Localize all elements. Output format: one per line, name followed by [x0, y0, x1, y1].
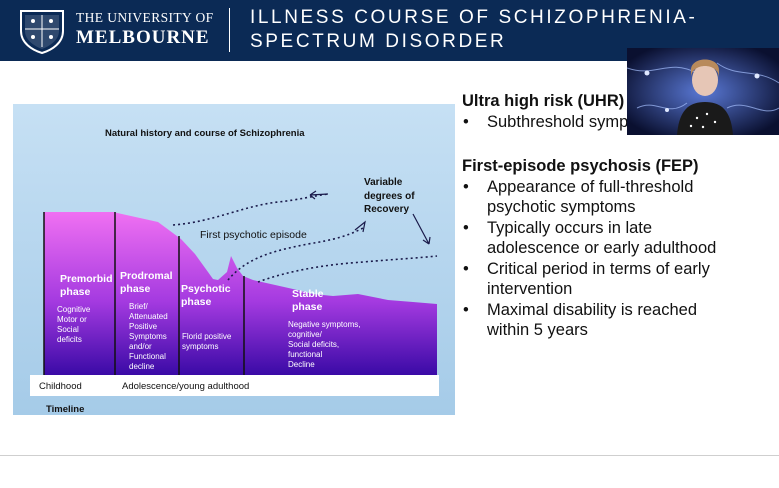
slide-title: ILLNESS COURSE OF SCHIZOPHRENIA- SPECTRU… [250, 6, 760, 54]
phase-area [44, 212, 437, 375]
header-divider [229, 8, 230, 52]
fep-bullet-4: • Maximal disability is reached within 5… [463, 300, 697, 340]
course-diagram: Natural history and course of Schizophre… [30, 128, 439, 415]
uhr-bullet-text: Subthreshold symptoms [487, 113, 664, 131]
figure-title: Natural history and course of Schizophre… [105, 128, 305, 139]
bullet-marker: • [463, 259, 469, 278]
recovery-label-line-2: degrees of [364, 191, 415, 202]
university-name-bottom: MELBOURNE [76, 27, 210, 48]
bullet-marker: • [463, 177, 469, 196]
bullet-marker: • [463, 218, 469, 237]
recovery-arrow-left [309, 190, 329, 200]
phase-psychotic-name: Psychotic phase [181, 283, 234, 308]
fep-bullet-3: • Critical period in terms of early inte… [463, 259, 710, 299]
bullet-marker: • [463, 113, 469, 131]
slide-title-line-2: SPECTRUM DISORDER [250, 31, 507, 52]
presenter-video-image [627, 48, 779, 135]
phase-premorbid-desc: Cognitive Motor or Social deficits [57, 305, 93, 344]
timeline-adolescence: Adolescence/young adulthood [122, 381, 249, 392]
header-bar: THE UNIVERSITY OF MELBOURNE ILLNESS COUR… [0, 0, 779, 61]
uhr-bullet: • Subthreshold symptoms [462, 112, 772, 133]
timeline-childhood: Childhood [39, 381, 82, 392]
phase-psychotic-desc: Florid positive symptoms [182, 332, 234, 351]
phase-stable-desc: Negative symptoms, cognitive/ Social def… [288, 320, 363, 369]
timeline-label: Timeline [46, 404, 84, 415]
recovery-label: Variable degrees of Recovery [364, 177, 417, 215]
course-figure: Natural history and course of Schizophre… [13, 104, 455, 415]
fep-bullet-2: • Typically occurs in late adolescence o… [463, 218, 717, 258]
uhr-heading: Ultra high risk (UHR) [462, 92, 625, 110]
phase-prodromal-desc: Brief/ Attenuated Positive Symptoms and/… [129, 302, 170, 371]
first-episode-label: First psychotic episode [200, 229, 307, 241]
recovery-label-line-1: Variable [364, 177, 403, 188]
fep-heading: First-episode psychosis (FEP) [462, 156, 699, 175]
timeline-bar [30, 375, 439, 396]
phase-premorbid-name: Premorbid phase [60, 273, 115, 298]
fep-bullet-1: • Appearance of full-threshold psychotic… [463, 177, 694, 217]
bottom-divider [0, 455, 779, 456]
university-name-top: THE UNIVERSITY OF [76, 10, 214, 25]
university-crest-logo [20, 10, 64, 54]
presenter-webcam [627, 48, 779, 135]
slide-body-text: Ultra high risk (UHR) • Subthreshold sym… [462, 90, 772, 341]
recovery-label-line-3: Recovery [364, 204, 409, 215]
recovery-curve-middle [227, 225, 366, 281]
recovery-arrow-middle [354, 220, 366, 233]
bullet-marker: • [463, 300, 469, 319]
recovery-curve-upper [172, 193, 329, 226]
slide-title-line-1: ILLNESS COURSE OF SCHIZOPHRENIA- [250, 7, 698, 28]
phase-prodromal-name: Prodromal phase [120, 270, 175, 295]
recovery-curve-lower [257, 255, 438, 283]
phase-stable-name: Stable phase [292, 288, 326, 313]
recovery-arrow-right [412, 213, 431, 245]
